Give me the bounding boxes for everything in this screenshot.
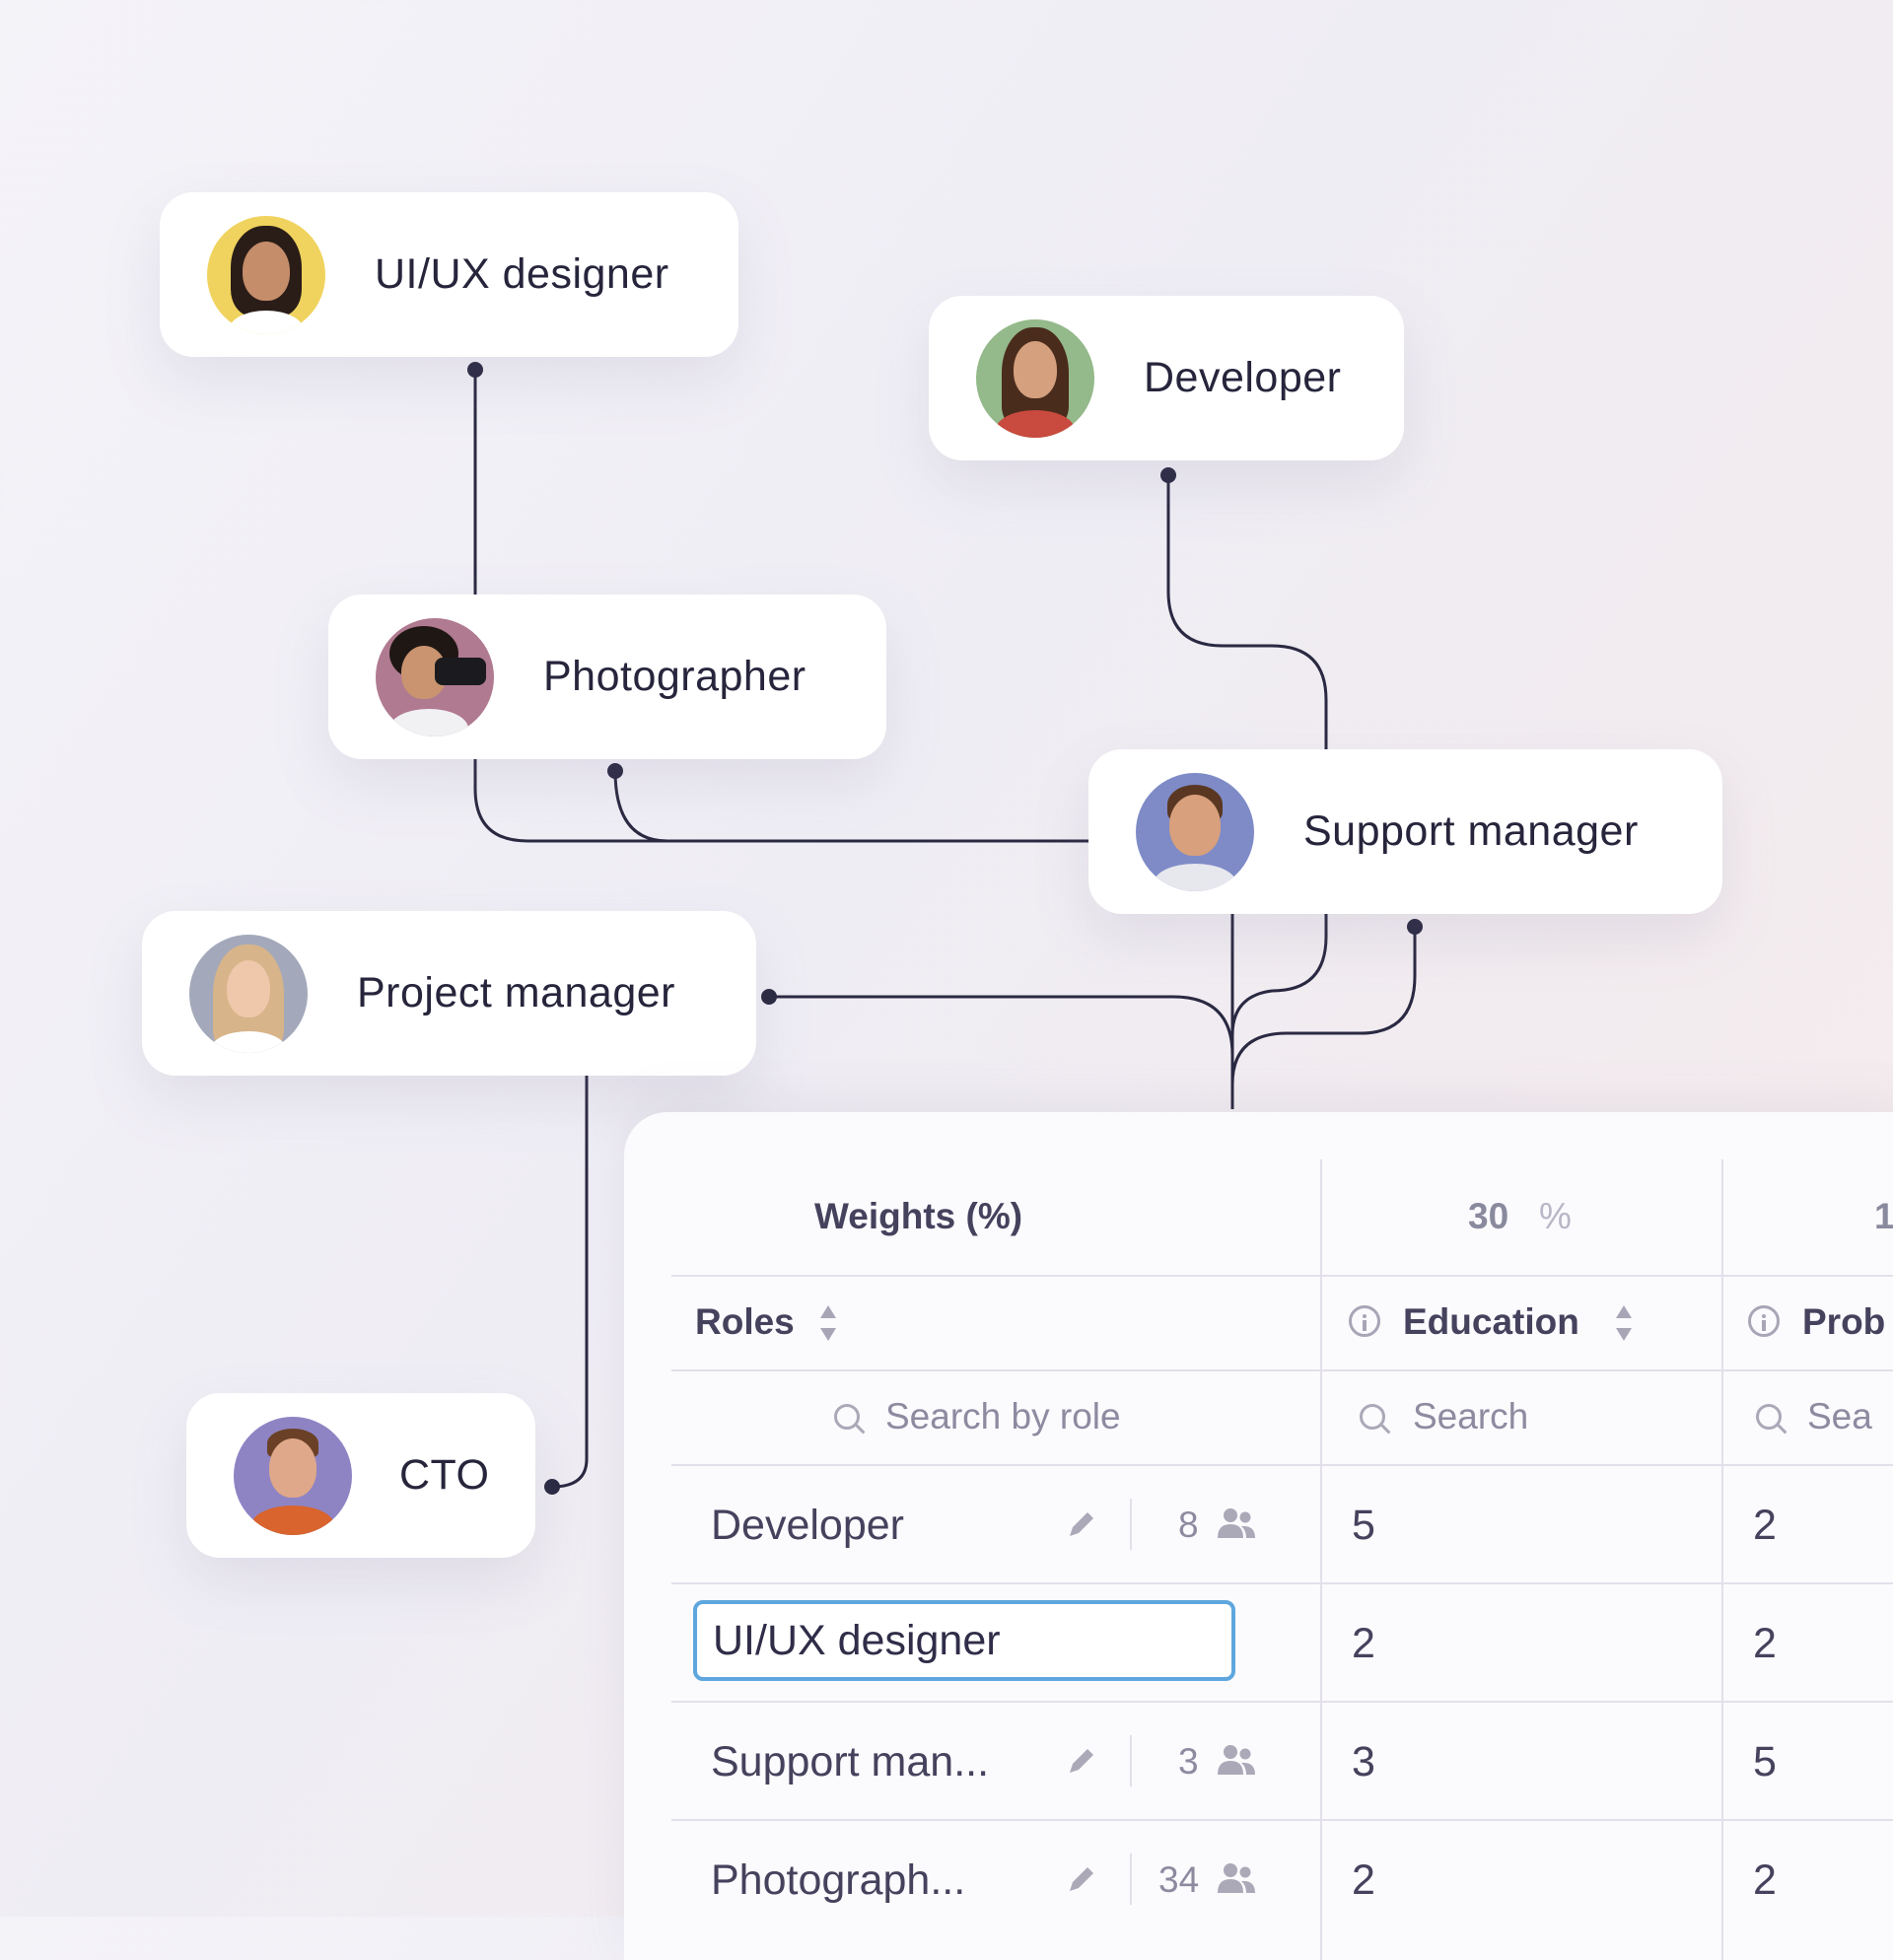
cell-third[interactable]: 5 (1753, 1738, 1777, 1785)
pencil-icon[interactable] (1066, 1743, 1099, 1777)
column-header-third[interactable]: Prob (1802, 1301, 1886, 1342)
org-chart-connectors (467, 362, 1423, 1495)
cell-education[interactable]: 3 (1352, 1738, 1375, 1785)
search-input-third[interactable]: Sea (1807, 1396, 1872, 1436)
cell-separator (1130, 1854, 1132, 1905)
row-divider (671, 1819, 1893, 1821)
table-row-name: UI/UX designer (713, 1617, 1001, 1664)
connector-developer (1166, 475, 1328, 749)
users-icon (1218, 1745, 1255, 1775)
cell-third[interactable]: 2 (1753, 1502, 1777, 1549)
column-divider (1320, 1159, 1322, 1960)
row-divider (671, 1369, 1893, 1371)
table-row-name[interactable]: Support man... (711, 1738, 990, 1785)
node-card-support[interactable]: Support manager (1088, 749, 1722, 914)
column-divider (1721, 1159, 1723, 1960)
weight-value-education[interactable]: 30 (1468, 1196, 1509, 1236)
pencil-icon[interactable] (1066, 1861, 1099, 1895)
cell-education[interactable]: 2 (1352, 1856, 1375, 1904)
pencil-icon[interactable] (1066, 1506, 1099, 1540)
node-card-uiux[interactable]: UI/UX designer (160, 192, 738, 357)
member-count: 8 (1178, 1505, 1199, 1545)
cell-education[interactable]: 5 (1352, 1502, 1375, 1549)
row-divider (671, 1275, 1893, 1277)
column-header-education[interactable]: Education (1403, 1301, 1579, 1342)
roles-table-panel: Weights (%) 30 % 1 Roles Education Prob … (624, 1112, 1893, 1960)
node-label: Project manager (357, 969, 675, 1016)
cell-education[interactable]: 2 (1352, 1620, 1375, 1667)
sort-icon[interactable] (818, 1305, 838, 1341)
node-label: UI/UX designer (375, 250, 669, 298)
avatar (207, 215, 325, 334)
avatar (376, 617, 494, 736)
connector-photographer (613, 770, 668, 843)
node-label: CTO (399, 1451, 490, 1499)
avatar (189, 934, 308, 1053)
row-divider (671, 1701, 1893, 1703)
node-label: Developer (1144, 354, 1342, 401)
weight-unit: % (1539, 1196, 1572, 1236)
role-name-edit-input[interactable]: UI/UX designer (693, 1600, 1235, 1681)
node-label: Support manager (1303, 807, 1639, 855)
search-icon (834, 1404, 860, 1430)
info-icon[interactable] (1349, 1305, 1380, 1337)
weight-value-third[interactable]: 1 (1874, 1196, 1893, 1236)
node-card-pm[interactable]: Project manager (142, 911, 756, 1076)
users-icon (1218, 1863, 1255, 1893)
column-header-roles[interactable]: Roles (695, 1301, 795, 1342)
cell-separator (1130, 1735, 1132, 1786)
node-card-photographer[interactable]: Photographer (328, 595, 886, 759)
connector-support-c (1230, 927, 1417, 1085)
connector-uiux (473, 370, 1089, 843)
cell-separator (1130, 1499, 1132, 1550)
node-label: Photographer (543, 653, 806, 700)
avatar (1136, 772, 1254, 891)
users-icon (1218, 1508, 1255, 1538)
member-count: 34 (1158, 1859, 1200, 1900)
info-icon[interactable] (1748, 1305, 1780, 1337)
row-divider (671, 1582, 1893, 1584)
cell-third[interactable]: 2 (1753, 1856, 1777, 1904)
connector-pm (769, 995, 1234, 1056)
search-input-roles[interactable]: Search by role (885, 1396, 1121, 1436)
weights-label: Weights (%) (814, 1196, 1023, 1236)
avatar (234, 1416, 352, 1535)
node-card-cto[interactable]: CTO (186, 1393, 535, 1558)
search-input-education[interactable]: Search (1413, 1396, 1529, 1436)
member-count: 3 (1178, 1741, 1199, 1782)
cell-third[interactable]: 2 (1753, 1620, 1777, 1667)
search-icon (1360, 1404, 1385, 1430)
connector-support-b (1230, 912, 1328, 1036)
connector-cto (551, 1075, 589, 1489)
row-divider (671, 1464, 1893, 1466)
node-card-developer[interactable]: Developer (929, 296, 1404, 460)
table-row-name[interactable]: Developer (711, 1502, 904, 1549)
sort-icon[interactable] (1614, 1305, 1634, 1341)
table-row-name[interactable]: Photograph... (711, 1856, 966, 1904)
search-icon (1756, 1404, 1782, 1430)
avatar (976, 318, 1094, 438)
